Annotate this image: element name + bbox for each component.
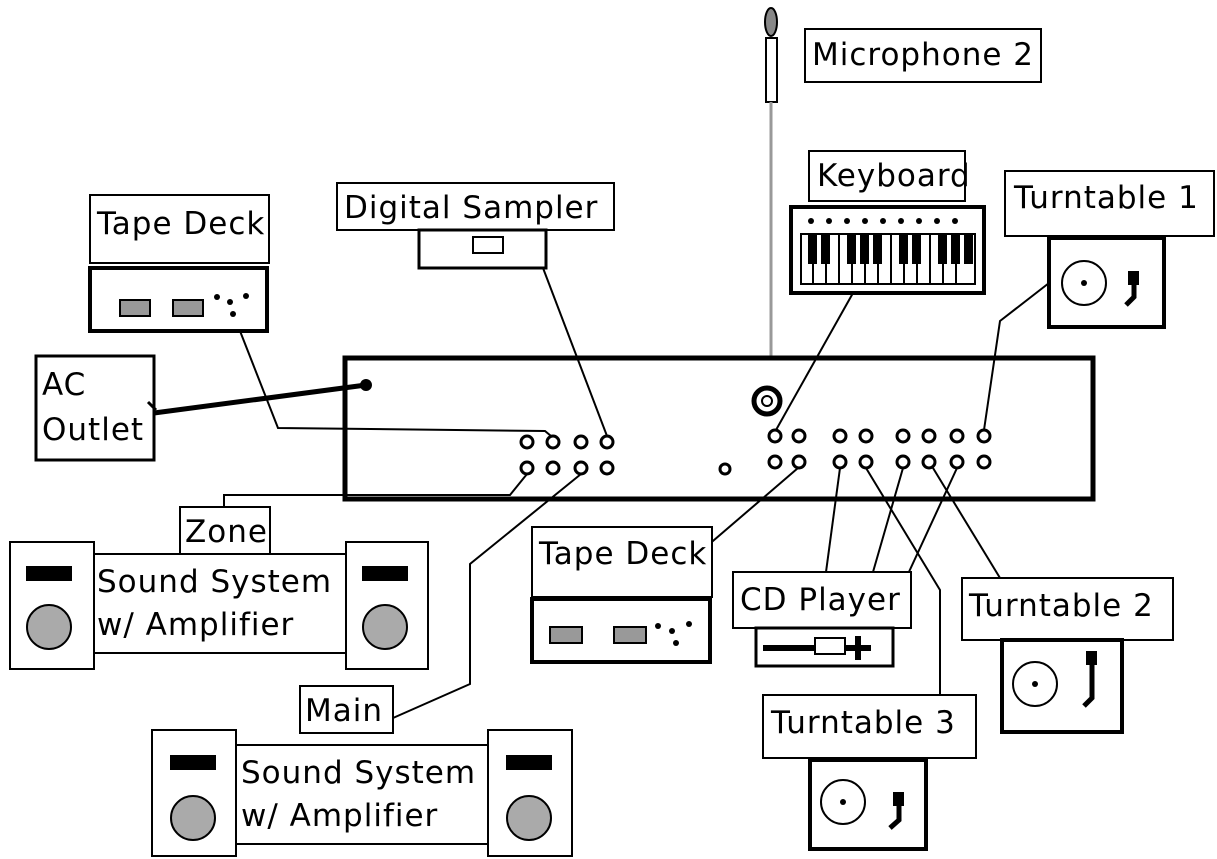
- cd-player-label: CD Player: [740, 582, 901, 618]
- speaker-cone-icon: [26, 604, 72, 650]
- turntable-2-label-box: [961, 577, 1174, 641]
- ac-outlet-label-line1: AC: [42, 367, 86, 403]
- cable-turntable-2: [932, 467, 1001, 579]
- turntable-1-label-box: [1004, 170, 1215, 237]
- speaker-tweeter-icon: [170, 755, 216, 770]
- turntable-3: Turntable 3: [762, 694, 977, 851]
- left-rca-jacks: [519, 434, 615, 476]
- speaker-cone-icon: [170, 795, 216, 841]
- ac-outlet: AC Outlet: [34, 354, 156, 462]
- main-system-label-line2: w/ Amplifier: [241, 798, 438, 834]
- turntable-3-label: Turntable 3: [770, 705, 956, 741]
- speaker-cone-icon: [506, 795, 552, 841]
- zone-system-label-line1: Sound System: [97, 564, 332, 600]
- main-label: Main: [305, 693, 383, 729]
- turntable-1-tonearm-icon: [1128, 271, 1139, 285]
- tape-deck-top: Tape Deck: [88, 194, 270, 333]
- tape-deck-bottom-label: Tape Deck: [538, 536, 707, 572]
- microphone-label-box: [804, 28, 1042, 83]
- digital-sampler-label-box: [336, 182, 615, 231]
- turntable-2-label: Turntable 2: [968, 588, 1154, 624]
- tape-deck-top-button-icon: [119, 299, 151, 317]
- indicator-dot: [718, 462, 732, 476]
- turntable-3-label-box: [762, 694, 977, 759]
- microphone-label: Microphone 2: [812, 37, 1034, 73]
- speaker-tweeter-icon: [26, 566, 72, 581]
- cable-main: [392, 473, 582, 719]
- tape-deck-bottom: Tape Deck: [530, 526, 713, 664]
- microphone-head-icon: [764, 7, 778, 37]
- cd-player-minus-icon: [763, 645, 815, 651]
- microphone-handle: [765, 37, 778, 103]
- cd-player: CD Player: [732, 571, 912, 668]
- speaker-cone-icon: [362, 604, 408, 650]
- tape-deck-top-label: Tape Deck: [96, 206, 265, 242]
- tape-deck-top-button-icon: [172, 299, 204, 317]
- digital-sampler-slot-icon: [472, 236, 504, 254]
- speaker-tweeter-icon: [362, 566, 408, 581]
- cable-keyboard: [775, 292, 854, 431]
- cable-tape-deck-top: [239, 330, 552, 437]
- turntable-3-tonearm-icon: [893, 792, 904, 806]
- connection-cables: [146, 267, 1050, 719]
- zone-sound-system: Zone Sound System w/ Amplifier: [9, 506, 429, 670]
- cable-cd-player-1: [825, 467, 841, 573]
- turntable-2-tonearm-icon: [1086, 651, 1097, 665]
- keyboard-label: Keyboard: [817, 158, 971, 194]
- mixer-body: [342, 355, 1096, 502]
- ac-outlet-box: [34, 354, 156, 462]
- keyboard-device: Keyboard: [789, 150, 986, 295]
- cd-player-label-box: [732, 571, 912, 629]
- digital-sampler: Digital Sampler: [336, 182, 615, 270]
- tape-deck-top-label-box: [89, 194, 270, 264]
- cable-turntable-1: [983, 282, 1050, 431]
- turntable-2: Turntable 2: [961, 577, 1174, 734]
- tape-deck-bottom-button-icon: [613, 626, 647, 644]
- microphone-2: Microphone 2: [764, 7, 1042, 392]
- turntable-1-label: Turntable 1: [1013, 180, 1199, 216]
- tape-deck-bottom-button-icon: [549, 626, 583, 644]
- main-label-box: [299, 685, 394, 734]
- cable-cd-player-3: [907, 467, 958, 575]
- cable-turntable-3: [865, 467, 941, 695]
- keyboard-black-keys: [808, 234, 973, 264]
- ac-outlet-label-line2: Outlet: [42, 412, 144, 448]
- speaker-tweeter-icon: [506, 755, 552, 770]
- tape-deck-bottom-label-box: [531, 526, 713, 598]
- cable-zone: [223, 473, 528, 507]
- keyboard-label-box: [808, 150, 966, 202]
- cable-digital-sampler: [542, 267, 608, 437]
- zone-system-label-line2: w/ Amplifier: [97, 607, 294, 643]
- mixer-unit: [342, 355, 1096, 502]
- digital-sampler-label: Digital Sampler: [344, 190, 598, 226]
- zone-label-box: [179, 506, 271, 555]
- keyboard-dots: [808, 218, 958, 224]
- cable-cd-player-2: [872, 467, 904, 573]
- main-system-label-line1: Sound System: [241, 755, 476, 791]
- main-sound-system: Main Sound System w/ Amplifier: [151, 685, 573, 857]
- power-cord: [153, 382, 367, 416]
- cd-player-tray-icon: [814, 637, 846, 655]
- zone-label: Zone: [185, 514, 268, 550]
- turntable-1: Turntable 1: [1004, 170, 1215, 329]
